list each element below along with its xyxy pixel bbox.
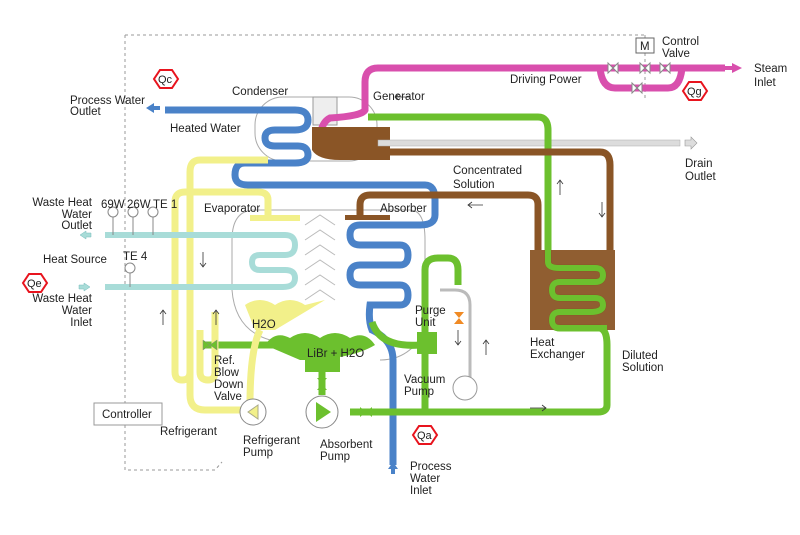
concentrated-solution-label: Concentrated [453, 165, 522, 177]
process-water-inlet-label: Process [410, 461, 452, 473]
driving-power-label: Driving Power [510, 74, 582, 86]
steam-valves [607, 61, 671, 95]
refrigerant-label: Refrigerant [160, 426, 218, 438]
eliminator [304, 214, 336, 301]
waste-heat-outlet-label-2: Water [62, 209, 92, 221]
libr-sump [305, 350, 340, 372]
purge-valve-icon[interactable] [454, 312, 464, 324]
ref-blow-down-label-4: Valve [214, 391, 242, 403]
absorbent-pump-icon [316, 402, 331, 422]
waste-heat-outlet-arrow-icon [79, 230, 92, 240]
heat-exchanger-label: Heat [530, 337, 555, 349]
h2o-label: H2O [252, 319, 276, 331]
process-water-outlet-label: Process Water [70, 95, 145, 107]
absorber-spray-header [345, 215, 390, 220]
ref-blow-down-valve-icon[interactable] [202, 339, 218, 351]
process-water-inlet-label-2: Water [410, 473, 440, 485]
refrigerant-pump-label: Refrigerant [243, 435, 301, 447]
control-valve-label-2: Valve [662, 48, 690, 60]
drain-pipe [377, 139, 681, 147]
drain-outlet-label-2: Outlet [685, 171, 716, 183]
qa-marker: Qa [411, 425, 439, 445]
refrigerant-pump-label-2: Pump [243, 447, 273, 459]
controller-label: Controller [102, 409, 152, 421]
process-water-inlet-label-3: Inlet [410, 485, 433, 497]
purge-unit[interactable] [417, 332, 437, 354]
purge-unit-label-2: Unit [415, 317, 436, 329]
drain-arrow-icon [684, 136, 698, 150]
control-valve-label: Control [662, 36, 699, 48]
drain-outlet-label: Drain [685, 158, 712, 170]
svg-text:Qc: Qc [158, 74, 173, 86]
vacuum-pump-label-2: Pump [404, 386, 434, 398]
absorbent-check-valve-icon [360, 407, 372, 417]
control-valve-motor[interactable] [635, 37, 655, 54]
absorber-label: Absorber [380, 203, 427, 215]
flow-arrows [159, 93, 606, 412]
diluted-solution-label: Diluted [622, 350, 658, 362]
evaporator-label: Evaporator [204, 203, 260, 215]
sensor-69w-label: 69W [101, 199, 125, 211]
controller-box[interactable] [93, 402, 163, 426]
waste-heat-line [105, 232, 299, 290]
libr-h2o-label: LiBr + H2O [307, 348, 364, 360]
ref-blow-down-label: Ref. [214, 355, 235, 367]
generator-label: Generator [373, 91, 425, 103]
diluted-solution-label-2: Solution [622, 362, 664, 374]
condenser-label: Condenser [232, 86, 288, 98]
waste-heat-inlet-label-3: Inlet [70, 317, 93, 329]
absorbent-pump-label: Absorbent [320, 439, 373, 451]
ref-blow-down-label-3: Down [214, 379, 243, 391]
svg-text:Qa: Qa [417, 430, 433, 442]
purge-line [440, 288, 472, 385]
waste-heat-outlet-label-3: Outlet [61, 220, 92, 232]
sensors [107, 206, 159, 287]
generator-body [312, 127, 390, 160]
concentrated-solution-line [356, 148, 614, 250]
refrigerant-pump-icon [247, 404, 259, 420]
process-water-line [165, 106, 439, 465]
qe-marker: Qe [21, 273, 49, 293]
qg-marker: Qg [681, 81, 709, 101]
control-boundary [124, 34, 645, 471]
heat-source-label: Heat Source [43, 254, 107, 266]
steam-inlet-label: Steam [754, 63, 787, 75]
steam-inlet-label-2: Inlet [754, 77, 777, 89]
heat-exchanger-coil [545, 250, 607, 331]
sensor-te4-label: TE 4 [123, 251, 148, 263]
svg-text:Qg: Qg [687, 86, 702, 98]
absorbent-feed-valve-icon[interactable] [317, 378, 327, 390]
absorbent-pump-label-2: Pump [320, 451, 350, 463]
heat-exchanger-body [530, 250, 615, 330]
motor-label: M [640, 41, 650, 53]
waste-heat-outlet-label: Waste Heat [32, 197, 92, 209]
libr-solution-pool [265, 333, 375, 360]
vacuum-pump[interactable] [452, 375, 478, 401]
refrigerant-pool [245, 300, 325, 330]
waste-heat-inlet-label: Waste Heat [32, 293, 92, 305]
waste-heat-inlet-label-2: Water [62, 305, 92, 317]
refrigerant-line [171, 156, 272, 414]
ref-blow-down-label-2: Blow [214, 367, 240, 379]
vacuum-pump-label: Vacuum [404, 374, 445, 386]
sensor-26w-label: 26W [127, 199, 151, 211]
svg-text:Qe: Qe [27, 278, 42, 290]
heated-water-label: Heated Water [170, 123, 241, 135]
process-water-inlet-arrow-icon [388, 462, 398, 474]
qc-marker: Qc [152, 69, 180, 89]
heat-exchanger-label-2: Exchanger [530, 349, 585, 361]
purge-unit-label: Purge [415, 305, 446, 317]
waste-heat-inlet-arrow-icon [78, 282, 91, 292]
concentrated-solution-label-2: Solution [453, 179, 495, 191]
sensor-te1-label: TE 1 [153, 199, 177, 211]
steam-inlet-arrow-icon [724, 63, 742, 73]
process-water-outlet-arrow-icon [146, 103, 160, 113]
process-water-outlet-label-2: Outlet [70, 106, 101, 118]
